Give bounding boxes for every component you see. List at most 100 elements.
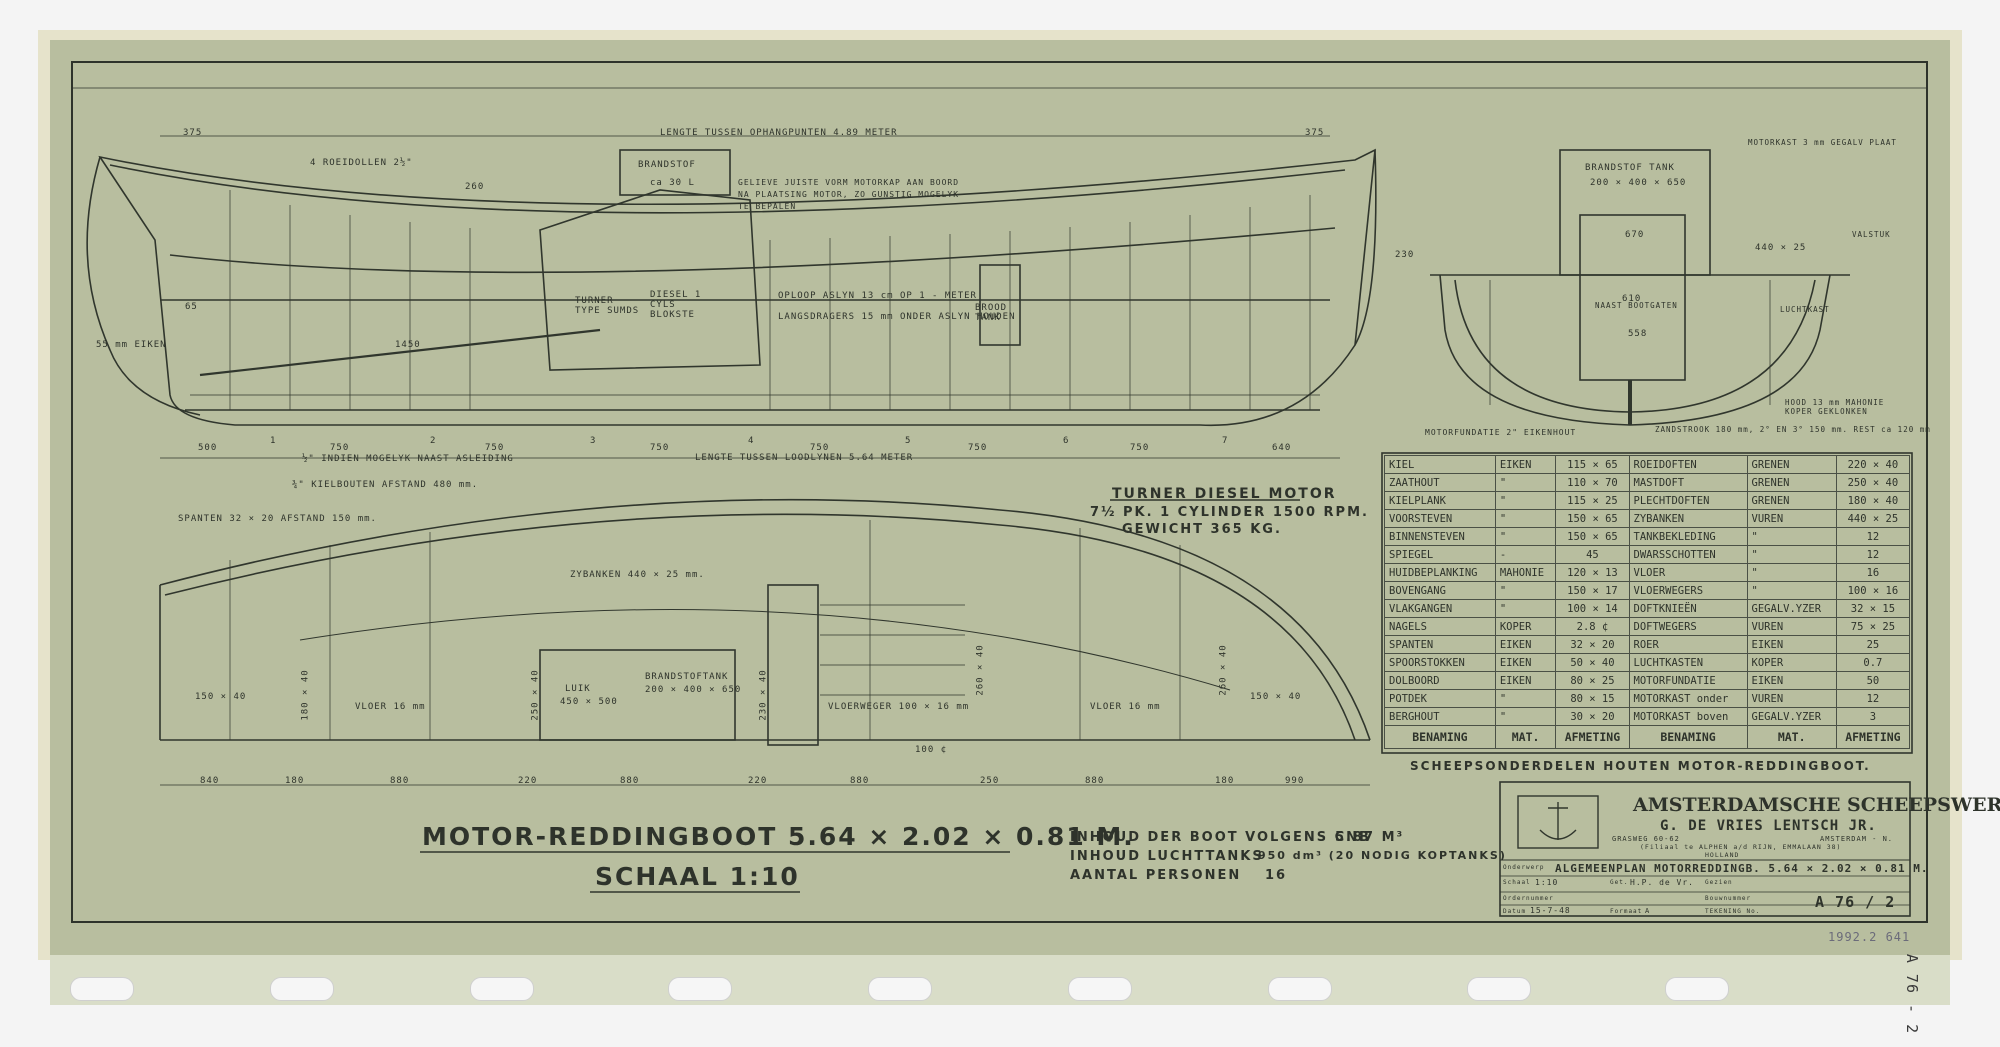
station-dim: 750 <box>485 443 505 453</box>
plan-dim: 220 <box>748 776 768 786</box>
stringers-note: LANGSDRAGERS 15 mm ONDER ASLYN HOUDEN <box>778 312 1016 322</box>
part-material: VUREN <box>1746 617 1837 636</box>
oar-locks-label: 4 ROEIDOLLEN 2½" <box>310 158 413 168</box>
cross-section <box>1430 149 1850 426</box>
part-name: MOTORKAST onder <box>1628 689 1748 708</box>
company-address-left: GRASWEG 60-62 <box>1612 835 1680 843</box>
part-size: 100 × 16 <box>1835 581 1911 600</box>
dim-230: 230 <box>1395 250 1415 260</box>
part-material: " <box>1494 527 1557 546</box>
hood-note: HOOD 13 mm MAHONIE KOPER GEKLONKEN <box>1785 398 1885 416</box>
garboard-note: ZANDSTROOK 180 mm, 2° EN 3° 150 mm. REST… <box>1655 425 1931 434</box>
station-dim: 750 <box>650 443 670 453</box>
part-size: 32 × 15 <box>1835 599 1911 618</box>
engine-type-label: TURNER TYPE SUMDS <box>575 296 640 316</box>
part-size: 16 <box>1835 563 1911 582</box>
capacity-airtanks-label: INHOUD LUCHTTANKS <box>1070 849 1264 864</box>
part-name: ZAATHOUT <box>1384 473 1496 492</box>
persons-label: AANTAL PERSONEN <box>1070 868 1242 883</box>
company-country: HOLLAND <box>1705 851 1740 859</box>
part-material: GEGALV.YZER <box>1746 599 1837 618</box>
plan-view <box>159 498 1371 786</box>
length-perpendiculars-label: LENGTE TUSSEN OPHANGPUNTEN 4.89 METER <box>660 128 898 138</box>
archive-stamp: 1992.2 641 <box>1828 930 1911 944</box>
part-material: VUREN <box>1746 509 1837 528</box>
part-material: " <box>1494 509 1557 528</box>
part-size: 50 <box>1835 671 1911 690</box>
length-waterlines-label: LENGTE TUSSEN LOODLYNEN 5.64 METER <box>695 453 914 463</box>
bench-label: NAAST BOOTGATEN <box>1595 301 1678 310</box>
station-dim: 640 <box>1272 443 1292 453</box>
plan-dim: 840 <box>200 776 220 786</box>
part-material: " <box>1746 581 1837 600</box>
dim-right: 375 <box>1305 128 1325 138</box>
section-fuel-tank-dims: 200 × 400 × 650 <box>1590 178 1687 188</box>
format-value: A <box>1645 907 1651 915</box>
part-size: 150 × 65 <box>1555 509 1630 528</box>
part-material: EIKEN <box>1746 635 1837 654</box>
checked-label: Gezien <box>1705 879 1733 886</box>
part-material: EIKEN <box>1494 635 1557 654</box>
part-name: KIELPLANK <box>1384 491 1496 510</box>
dim-260x40-b: 260 × 40 <box>1218 644 1229 696</box>
part-material: " <box>1746 545 1837 564</box>
title-block-frame <box>1499 781 1911 917</box>
binder-hole <box>1268 977 1332 1001</box>
dim-65: 65 <box>185 302 198 312</box>
engine-spec-line1: TURNER DIESEL MOTOR <box>1112 486 1337 502</box>
part-size: 50 × 40 <box>1555 653 1630 672</box>
air-tank-label: LUCHTKAST <box>1780 305 1830 314</box>
part-name: DOFTKNIEËN <box>1628 599 1748 618</box>
part-material: MAHONIE <box>1494 563 1557 582</box>
persons-value: 16 <box>1265 868 1288 883</box>
part-size: 250 × 40 <box>1835 473 1911 492</box>
part-size: 32 × 20 <box>1555 635 1630 654</box>
part-name: VOORSTEVEN <box>1384 509 1496 528</box>
part-material: " <box>1494 473 1557 492</box>
station-number: 2 <box>430 436 437 446</box>
part-size: 12 <box>1835 527 1911 546</box>
part-size: 150 × 65 <box>1555 527 1630 546</box>
part-name: POTDEK <box>1384 689 1496 708</box>
part-name: SPIEGEL <box>1384 545 1496 564</box>
dim-230x40: 230 × 40 <box>758 669 769 721</box>
station-dim: 750 <box>1130 443 1150 453</box>
part-name: ROEIDOFTEN <box>1628 455 1748 474</box>
format-label: Formaat <box>1610 908 1643 915</box>
drawn-label: Get. <box>1610 879 1629 886</box>
part-name: MASTDOFT <box>1628 473 1748 492</box>
dim-100: 100 ¢ <box>915 745 948 755</box>
column-header: BENAMING <box>1628 725 1748 749</box>
part-size: 12 <box>1835 689 1911 708</box>
part-name: MOTORFUNDATIE <box>1628 671 1748 690</box>
anchor-logo <box>1517 795 1599 849</box>
plan-dim: 990 <box>1285 776 1305 786</box>
part-name: DOFTWEGERS <box>1628 617 1748 636</box>
column-header: MAT. <box>1746 725 1837 749</box>
dim-670: 670 <box>1625 230 1645 240</box>
parts-table-frame <box>1381 452 1913 754</box>
parts-table-caption: SCHEEPSONDERDELEN HOUTEN MOTOR-REDDINGBO… <box>1410 759 1871 773</box>
part-name: DOLBOORD <box>1384 671 1496 690</box>
build-number-label: Bouwnummer <box>1705 895 1752 902</box>
part-size: 45 <box>1555 545 1630 564</box>
column-header: AFMETING <box>1555 725 1630 749</box>
side-bench-label: ZYBANKEN 440 × 25 mm. <box>570 570 705 580</box>
part-name: TANKBEKLEDING <box>1628 527 1748 546</box>
capacity-boat-value: 5.87 M³ <box>1335 830 1405 845</box>
subject-label: Onderwerp <box>1503 864 1545 871</box>
part-material: EIKEN <box>1746 671 1837 690</box>
dim-180x40: 180 × 40 <box>300 669 311 721</box>
part-name: LUCHTKASTEN <box>1628 653 1748 672</box>
motor-cover-note: GELIEVE JUISTE VORM MOTORKAP AAN BOORD N… <box>738 178 960 211</box>
